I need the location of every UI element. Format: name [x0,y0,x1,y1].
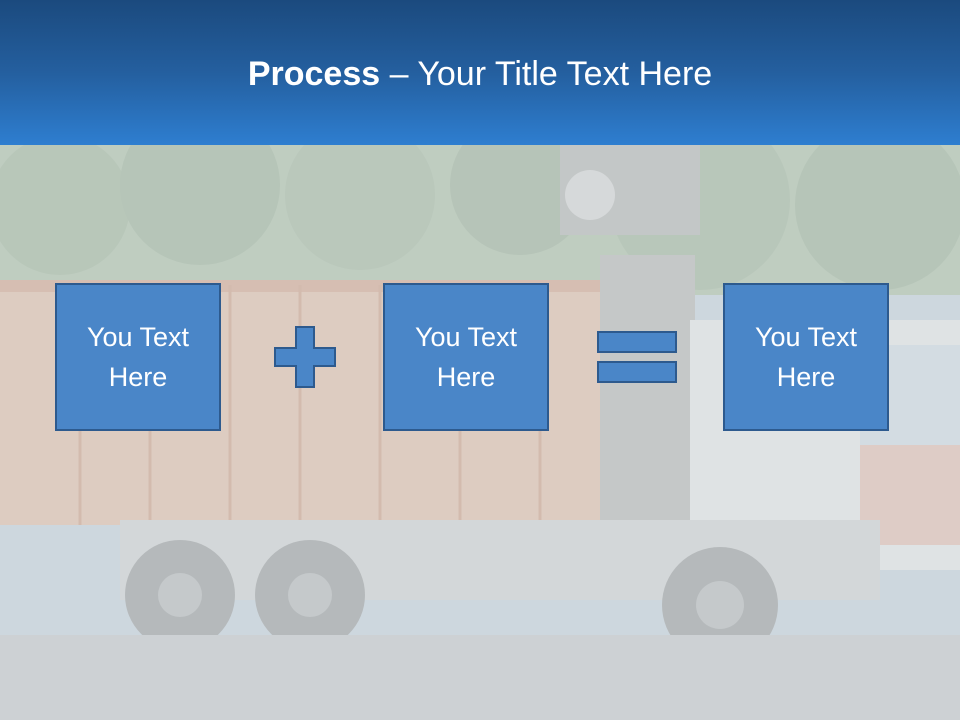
process-box-2-text: You Text Here [414,322,518,392]
background-photo-garbage-truck [0,145,960,720]
process-box-1-text: You Text Here [86,322,190,392]
process-box-1[interactable]: You Text Here [55,283,221,431]
process-box-3-text: You Text Here [754,322,858,392]
title-rest: – Your Title Text Here [380,55,713,93]
slide-header: Process – Your Title Text Here [0,0,960,145]
process-box-2[interactable]: You Text Here [383,283,549,431]
process-box-3[interactable]: You Text Here [723,283,889,431]
plus-icon [274,326,336,388]
equals-icon [597,331,677,383]
slide-title: Process – Your Title Text Here [0,52,960,96]
title-bold: Process [247,55,381,93]
